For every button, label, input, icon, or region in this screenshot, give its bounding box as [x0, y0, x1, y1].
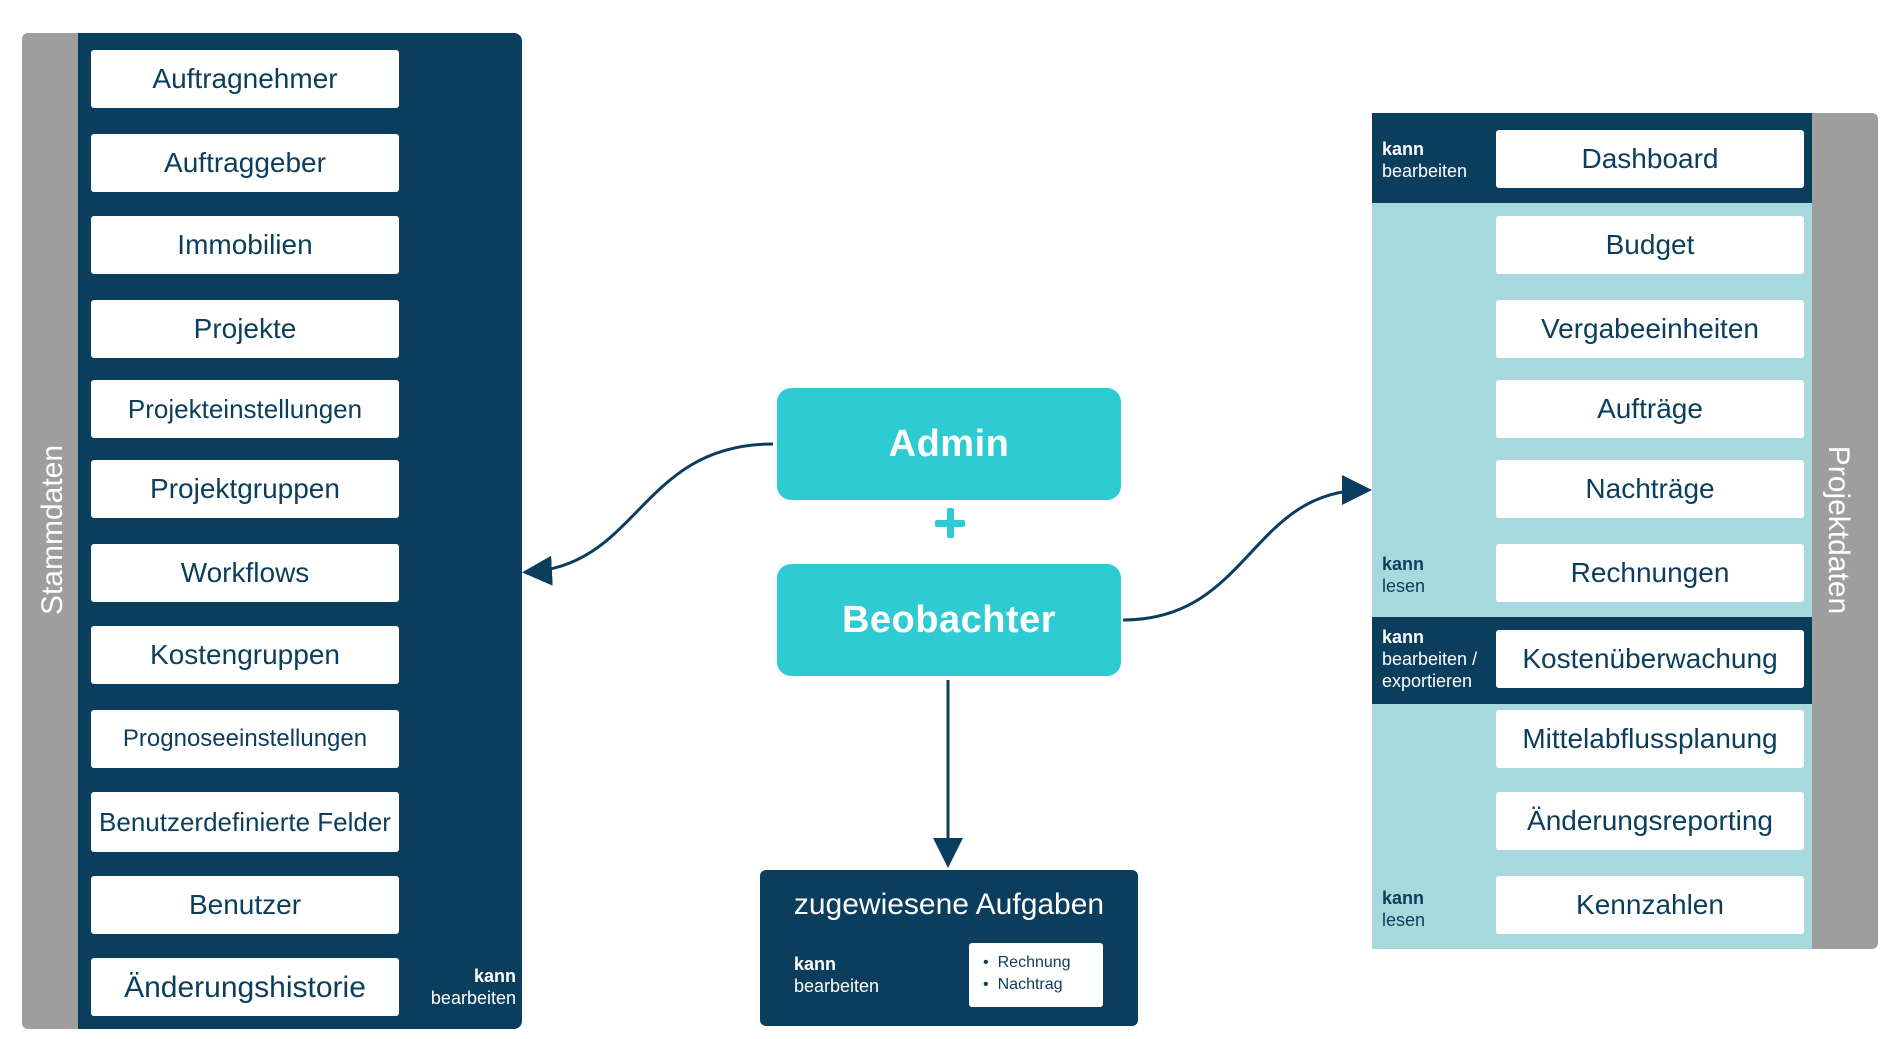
projektdaten-item-vergabeeinheiten: Vergabeeinheiten [1496, 300, 1804, 358]
projektdaten-side-strip [1812, 113, 1878, 949]
stammdaten-side-strip [22, 33, 84, 1029]
stammdaten-item-prognoseeinstellungen: Prognoseeinstellungen [91, 710, 399, 768]
projektdaten-item-mittelabflussplanung: Mittelabflussplanung [1496, 710, 1804, 768]
projektdaten-permission-read-2: kann lesen [1382, 888, 1426, 930]
stammdaten-item-benutzerdefinierte-felder: Benutzerdefinierte Felder [91, 792, 399, 852]
projektdaten-permission-edit: kann bearbeiten [1382, 139, 1468, 181]
beobachter-to-projektdaten-arrow [1122, 475, 1372, 622]
admin-to-stammdaten-arrow [522, 442, 774, 586]
assigned-tasks-list: Rechnung Nachtrag [969, 943, 1103, 1007]
admin-role-box: Admin [777, 388, 1121, 500]
stammdaten-item-benutzer: Benutzer [91, 876, 399, 934]
stammdaten-panel [78, 33, 522, 1029]
projektdaten-item-kostenueberwachung: Kostenüberwachung [1496, 630, 1804, 688]
stammdaten-item-auftraggeber: Auftraggeber [91, 134, 399, 192]
projektdaten-item-auftraege: Aufträge [1496, 380, 1804, 438]
stammdaten-item-projekte: Projekte [91, 300, 399, 358]
task-item: Nachtrag [983, 974, 1103, 996]
stammdaten-item-projekteinstellungen: Projekteinstellungen [91, 380, 399, 438]
stammdaten-permission: kann bearbeiten [430, 966, 516, 1008]
beobachter-role-box: Beobachter [777, 564, 1121, 676]
stammdaten-item-aenderungshistorie: Änderungshistorie [91, 958, 399, 1016]
task-item: Rechnung [983, 952, 1103, 974]
stammdaten-item-immobilien: Immobilien [91, 216, 399, 274]
projektdaten-permission-read-1: kann lesen [1382, 554, 1426, 596]
projektdaten-item-rechnungen: Rechnungen [1496, 544, 1804, 602]
stammdaten-item-workflows: Workflows [91, 544, 399, 602]
stammdaten-item-projektgruppen: Projektgruppen [91, 460, 399, 518]
assigned-tasks-title: zugewiesene Aufgaben [793, 888, 1105, 921]
projektdaten-item-nachtraege: Nachträge [1496, 460, 1804, 518]
projektdaten-item-dashboard: Dashboard [1496, 130, 1804, 188]
plus-icon [935, 508, 965, 538]
stammdaten-item-kostengruppen: Kostengruppen [91, 626, 399, 684]
projektdaten-permission-export: kann bearbeiten / exportieren [1382, 627, 1478, 691]
projektdaten-item-budget: Budget [1496, 216, 1804, 274]
assigned-tasks-permission: kann bearbeiten [794, 954, 880, 996]
stammdaten-item-auftragnehmer: Auftragnehmer [91, 50, 399, 108]
projektdaten-item-kennzahlen: Kennzahlen [1496, 876, 1804, 934]
projektdaten-item-aenderungsreporting: Änderungsreporting [1496, 792, 1804, 850]
